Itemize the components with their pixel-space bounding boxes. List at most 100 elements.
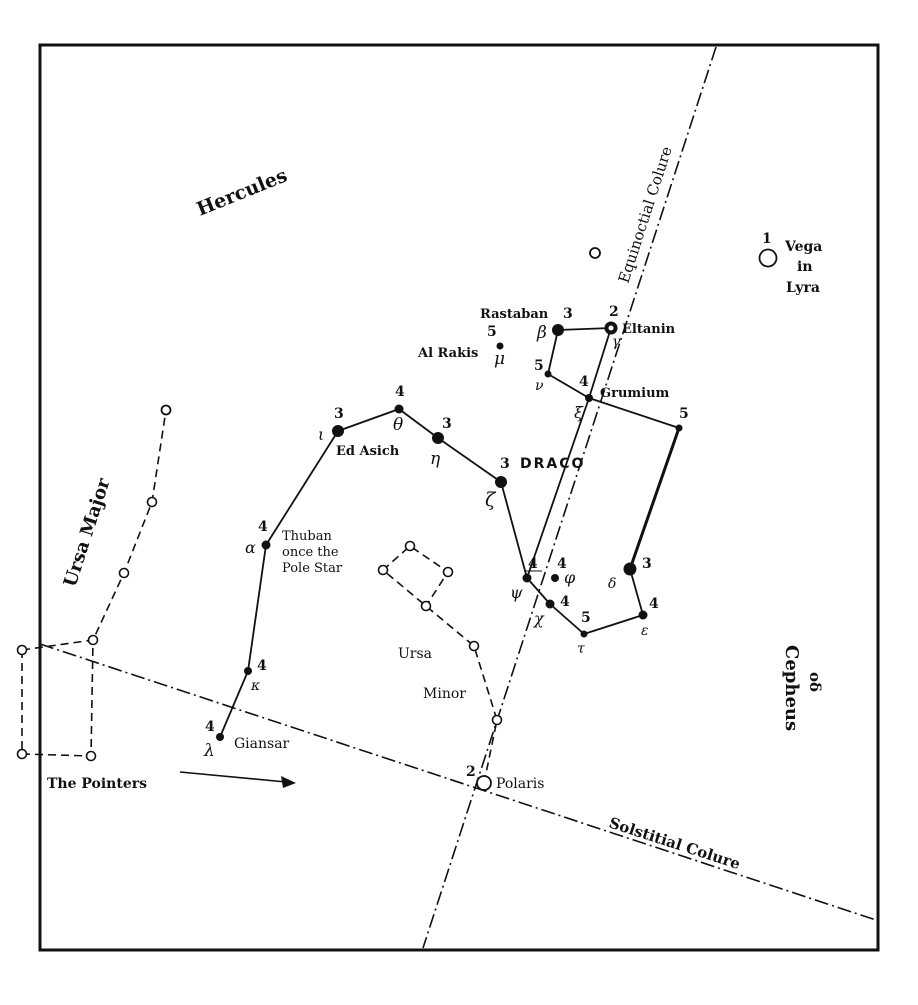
eltanin-greek: γ bbox=[612, 334, 621, 350]
star-zeta bbox=[495, 476, 507, 488]
delta-magnitude: 3 bbox=[642, 556, 652, 572]
eltanin-magnitude: 2 bbox=[609, 304, 619, 320]
phi-greek: φ bbox=[564, 568, 576, 587]
star-ursa-minor-5 bbox=[404, 540, 416, 552]
star-unlabeled-open bbox=[589, 247, 601, 259]
star-epsilon bbox=[638, 610, 648, 620]
star-nu bbox=[544, 370, 552, 378]
grumium-magnitude: 4 bbox=[579, 374, 589, 390]
ed-asich-name: Ed Asich bbox=[336, 444, 400, 459]
eta-magnitude: 3 bbox=[442, 416, 452, 432]
eltanin-name: Eltanin bbox=[622, 322, 676, 337]
star-ursa-minor-1 bbox=[491, 714, 503, 726]
star-eltanin-core bbox=[608, 325, 614, 331]
star-al-rakis bbox=[496, 342, 504, 350]
star-delta bbox=[623, 562, 637, 576]
label-minor: Minor bbox=[423, 686, 466, 702]
star-ursa-major-1 bbox=[160, 404, 172, 416]
nu-greek: ν bbox=[535, 378, 544, 394]
star-ursa-major-2 bbox=[146, 496, 158, 508]
star-psi bbox=[522, 573, 532, 583]
equinoctial-colure-line bbox=[422, 46, 717, 949]
star-ursa-major-3 bbox=[118, 567, 130, 579]
thuban-name-line1: Thuban bbox=[282, 529, 332, 544]
ursa-minor-line bbox=[381, 544, 498, 784]
kappa-magnitude: 4 bbox=[257, 658, 267, 674]
ursa-major-bowl-line bbox=[21, 639, 94, 757]
zeta-greek: ζ bbox=[485, 489, 497, 511]
star-giansar bbox=[216, 733, 224, 741]
ed-asich-magnitude: 3 bbox=[334, 406, 344, 422]
nu-magnitude: 5 bbox=[534, 358, 544, 374]
rastaban-magnitude: 3 bbox=[563, 306, 573, 322]
pointers-arrow-head bbox=[281, 776, 296, 788]
star-kappa bbox=[244, 667, 252, 675]
zeta-magnitude: 3 bbox=[500, 456, 510, 472]
grumium-greek: ξ bbox=[574, 403, 584, 422]
psi-magnitude: 4 bbox=[528, 556, 538, 572]
theta-greek: θ bbox=[393, 415, 403, 435]
epsilon-greek: ε bbox=[641, 623, 649, 639]
polaris-name: Polaris bbox=[496, 776, 544, 792]
psi-greek: ψ bbox=[510, 583, 523, 602]
star-tau bbox=[580, 630, 588, 638]
chi-magnitude: 4 bbox=[560, 594, 570, 610]
star-polaris bbox=[476, 775, 492, 791]
grumium-name: Grumium bbox=[600, 386, 670, 401]
giansar-name: Giansar bbox=[234, 736, 290, 752]
label-hercules: Hercules bbox=[194, 164, 291, 220]
al-rakis-name: Al Rakis bbox=[417, 346, 478, 361]
al-rakis-magnitude: 5 bbox=[487, 324, 497, 340]
star-ursa-minor-2 bbox=[468, 640, 480, 652]
chart-frame bbox=[38, 43, 880, 952]
star-vega bbox=[758, 248, 778, 268]
thuban-name-line2: once the bbox=[282, 545, 339, 560]
label-cepheus: Cepheus bbox=[781, 645, 802, 731]
polaris-magnitude: 2 bbox=[466, 764, 476, 780]
vega-label-line2: in bbox=[797, 259, 813, 275]
star-eta bbox=[432, 432, 444, 444]
kappa-greek: κ bbox=[250, 678, 260, 694]
ed-asich-greek: ι bbox=[318, 425, 324, 444]
epsilon-magnitude: 4 bbox=[649, 596, 659, 612]
vega-magnitude: 1 bbox=[762, 231, 772, 247]
star-theta bbox=[394, 404, 404, 414]
star-grumium bbox=[585, 394, 593, 402]
vega-label-line1: Vega bbox=[784, 239, 822, 255]
draco-delta-segment bbox=[628, 427, 681, 570]
star-ursa-major-4 bbox=[87, 634, 99, 646]
star-ursa-major-5 bbox=[16, 644, 28, 656]
giansar-magnitude: 4 bbox=[205, 719, 215, 735]
giansar-greek: λ bbox=[203, 741, 215, 761]
star-ursa-minor-4 bbox=[377, 564, 389, 576]
rastaban-name: Rastaban bbox=[480, 307, 549, 322]
chi-greek: χ bbox=[533, 609, 545, 628]
al-rakis-greek: μ bbox=[494, 349, 505, 369]
label-the-pointers: The Pointers bbox=[47, 776, 147, 792]
thuban-magnitude: 4 bbox=[258, 519, 268, 535]
tau-greek: τ bbox=[577, 641, 585, 657]
star-phi bbox=[551, 574, 559, 582]
eta-greek: η bbox=[430, 449, 441, 469]
star-thuban bbox=[261, 540, 271, 550]
thuban-name-line3: Pole Star bbox=[282, 561, 343, 576]
rastaban-greek: β bbox=[536, 323, 547, 343]
pointers-arrow-shaft bbox=[179, 771, 287, 783]
star-five-right bbox=[675, 424, 683, 432]
label-ursa: Ursa bbox=[398, 646, 432, 662]
star-ursa-minor-3 bbox=[420, 600, 432, 612]
delta-greek: δ bbox=[608, 576, 616, 592]
solstitial-colure-line bbox=[39, 643, 877, 921]
label-draco: DRACO bbox=[520, 456, 585, 472]
star-rastaban bbox=[552, 324, 564, 336]
theta-magnitude: 4 bbox=[395, 384, 405, 400]
phi-magnitude: 4 bbox=[557, 556, 567, 572]
star-ursa-major-6 bbox=[16, 748, 28, 760]
tau-magnitude: 5 bbox=[581, 610, 591, 626]
star-chi bbox=[545, 599, 555, 609]
star-ed-asich bbox=[332, 425, 344, 437]
star-ursa-minor-6 bbox=[442, 566, 454, 578]
label-solstitial-colure: Solstitial Colure bbox=[607, 814, 743, 873]
vega-label-line3: Lyra bbox=[786, 280, 820, 296]
